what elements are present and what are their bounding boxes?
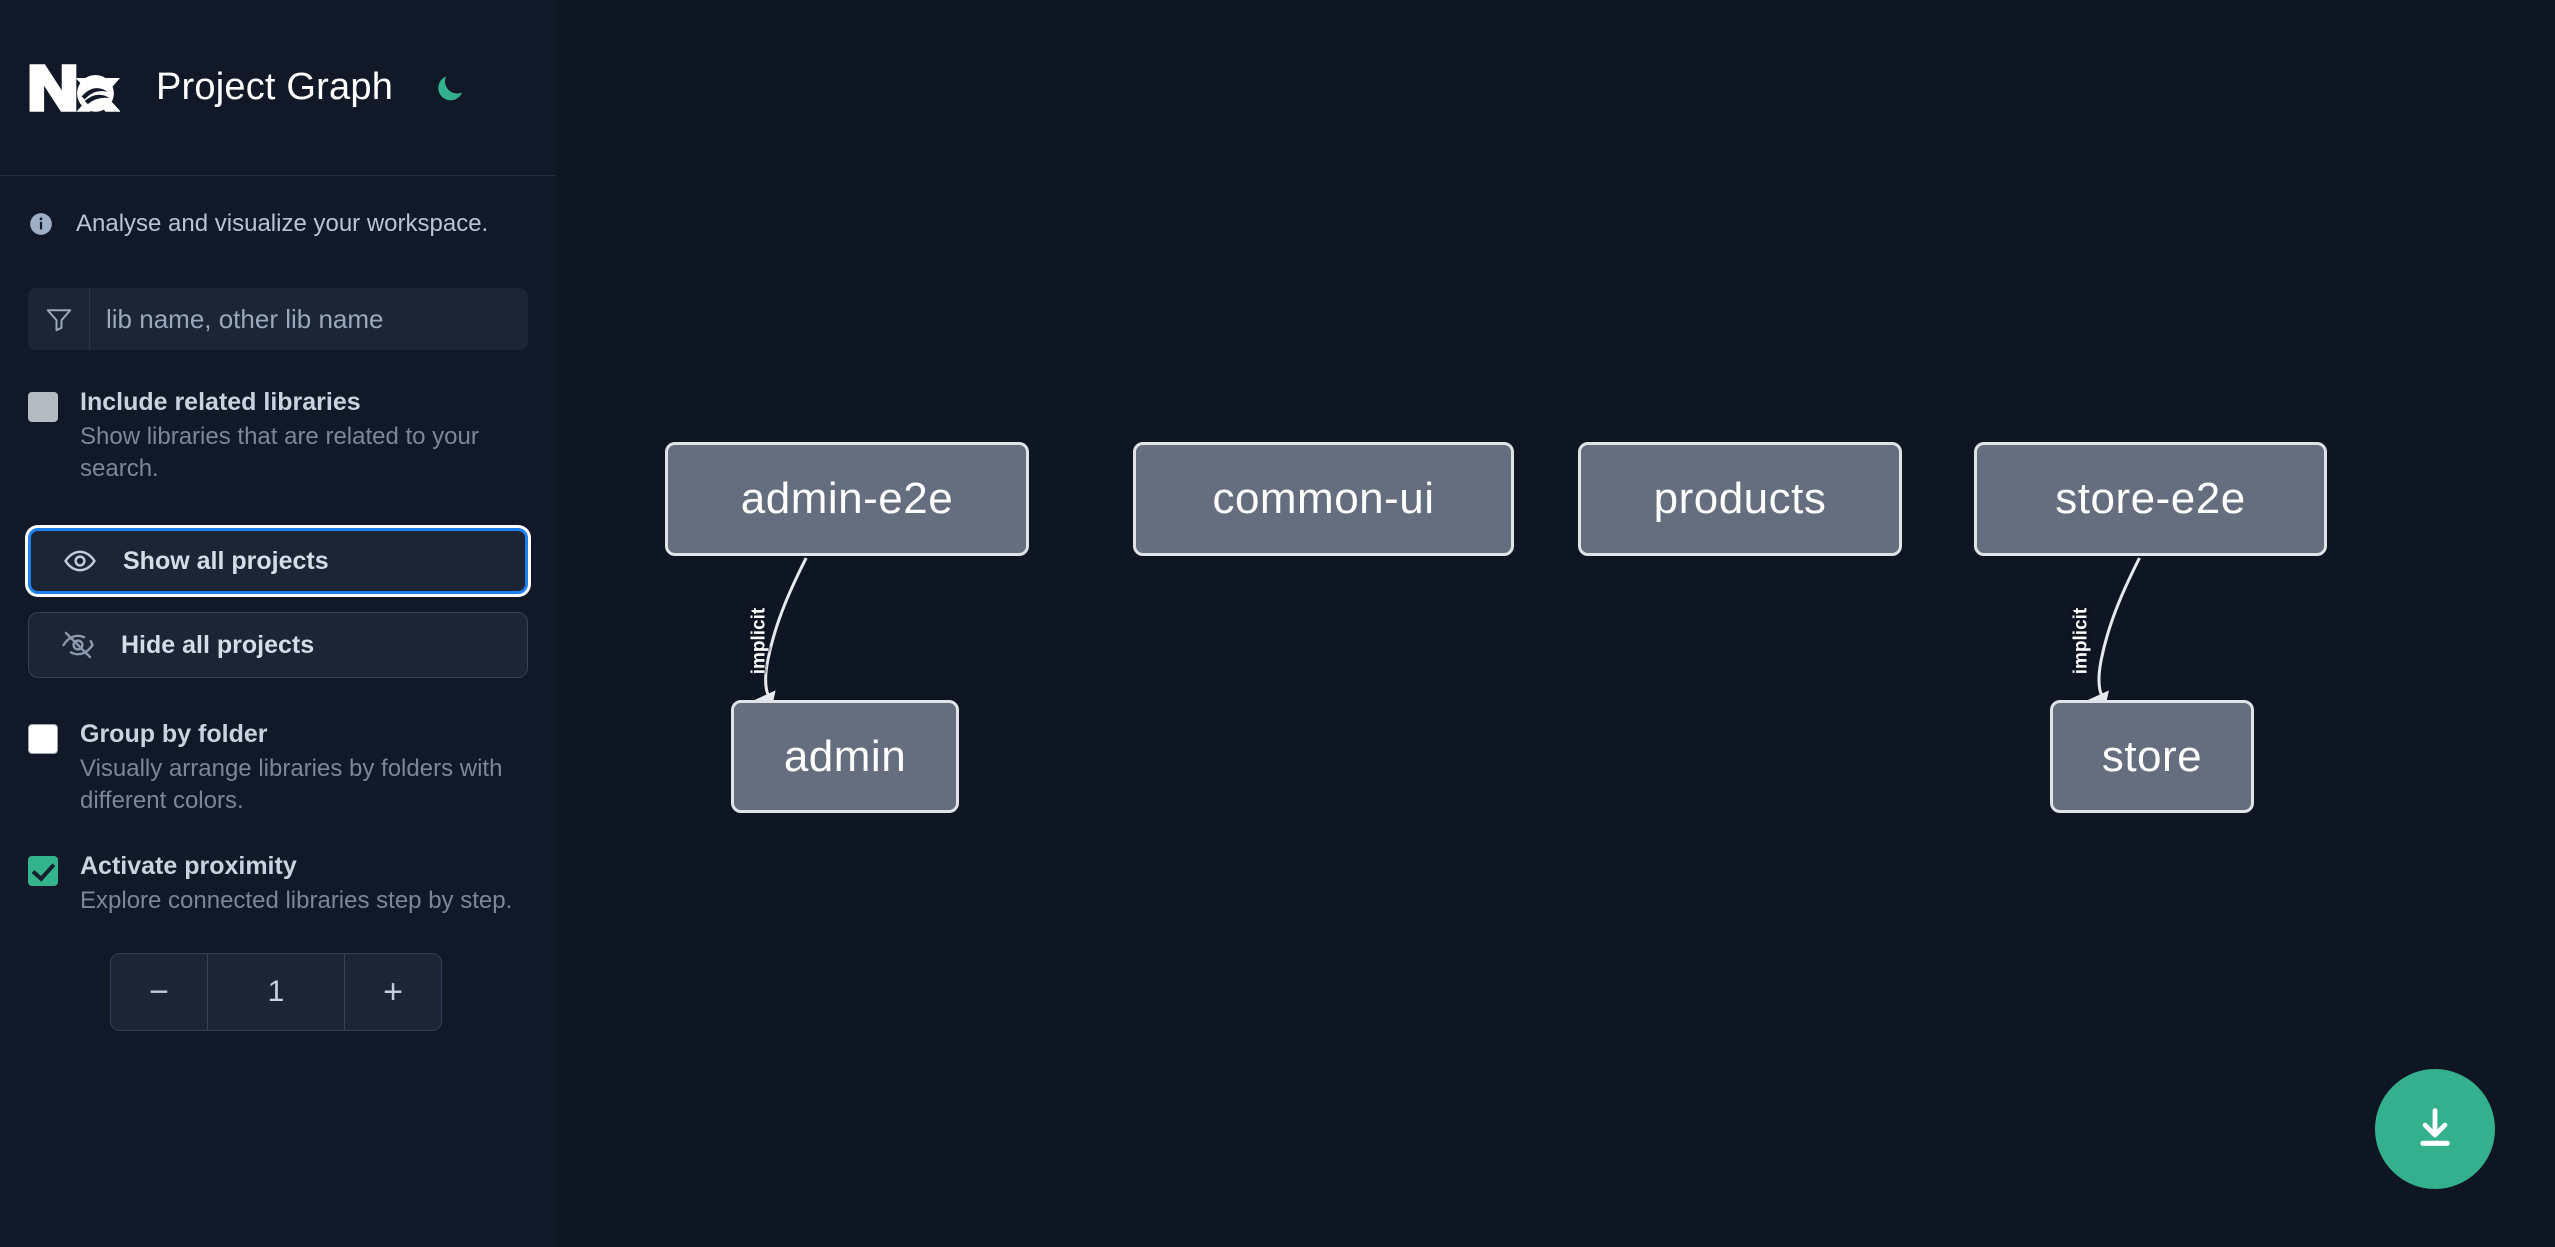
eye-off-icon <box>62 631 94 659</box>
edge-label-implicit-store: implicit <box>2070 607 2092 675</box>
option-group-by-folder[interactable]: Group by folder Visually arrange librari… <box>0 720 556 818</box>
edge-label-implicit-admin: implicit <box>748 607 770 675</box>
sidebar-header: Project Graph <box>0 0 556 176</box>
search-box[interactable] <box>28 288 528 350</box>
hide-all-projects-button[interactable]: Hide all projects <box>28 612 528 678</box>
graph-edges <box>747 557 2141 720</box>
include-related-libraries-checkbox[interactable] <box>28 392 58 422</box>
moon-icon-glyph <box>438 76 463 100</box>
info-icon <box>30 213 52 235</box>
graph-node-store[interactable]: store <box>2050 700 2254 813</box>
graph-node-store-e2e[interactable]: store-e2e <box>1974 442 2327 556</box>
activate-proximity-checkbox[interactable] <box>28 856 58 886</box>
option-activate-proximity[interactable]: Activate proximity Explore connected lib… <box>0 852 556 917</box>
hide-all-projects-label: Hide all projects <box>121 630 315 659</box>
stepper-value: 1 <box>207 954 345 1031</box>
graph-node-products[interactable]: products <box>1578 442 1902 556</box>
workspace-info-text: Analyse and visualize your workspace. <box>76 210 489 237</box>
edge-store-e2e-to-store <box>2081 557 2141 720</box>
nx-logo-icon <box>29 63 120 112</box>
graph-node-common-ui[interactable]: common-ui <box>1133 442 1514 556</box>
workspace-info: Analyse and visualize your workspace. <box>0 176 556 242</box>
graph-node-admin[interactable]: admin <box>731 700 959 813</box>
option-description: Visually arrange libraries by folders wi… <box>80 754 503 815</box>
graph-node-admin-e2e[interactable]: admin-e2e <box>665 442 1029 556</box>
option-title: Activate proximity <box>80 852 297 880</box>
download-icon <box>2420 1108 2450 1146</box>
page-title: Project Graph <box>156 66 394 108</box>
proximity-stepper-wrap: − 1 + <box>0 953 556 1032</box>
option-description: Show libraries that are related to your … <box>80 422 479 483</box>
stepper-decrement-button[interactable]: − <box>111 954 207 1031</box>
option-title: Include related libraries <box>80 388 361 416</box>
show-all-projects-button[interactable]: Show all projects <box>28 528 528 594</box>
option-title: Group by folder <box>80 720 268 748</box>
sidebar: Project Graph Analyse and visualize your… <box>0 0 556 1247</box>
download-graph-button[interactable] <box>2375 1069 2495 1189</box>
graph-canvas[interactable]: admin-e2e common-ui products store-e2e a… <box>556 0 2555 1247</box>
option-include-related-libraries[interactable]: Include related libraries Show libraries… <box>0 388 556 486</box>
stepper-increment-button[interactable]: + <box>345 954 441 1031</box>
project-visibility-buttons: Show all projects Hide all projects <box>0 528 556 678</box>
option-description: Explore connected libraries step by step… <box>80 886 513 914</box>
filter-icon-glyph <box>46 309 71 332</box>
search-input[interactable] <box>90 288 528 350</box>
moon-icon[interactable] <box>427 65 473 111</box>
filter-icon <box>28 288 90 350</box>
edge-admin-e2e-to-admin <box>747 557 808 720</box>
eye-icon <box>64 550 96 572</box>
group-by-folder-checkbox[interactable] <box>28 724 58 754</box>
proximity-stepper[interactable]: − 1 + <box>110 953 442 1032</box>
show-all-projects-label: Show all projects <box>123 546 329 575</box>
